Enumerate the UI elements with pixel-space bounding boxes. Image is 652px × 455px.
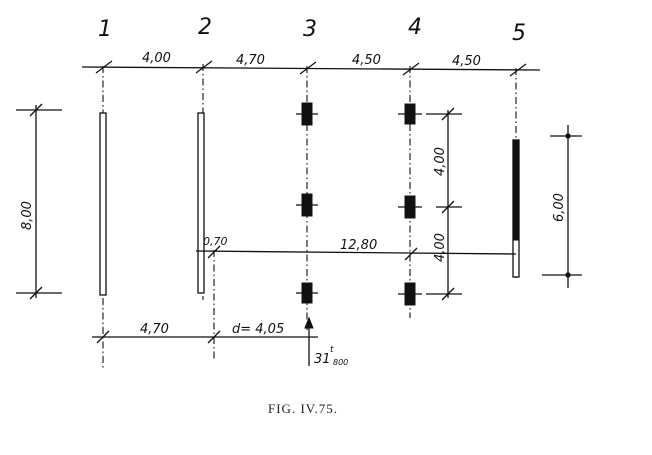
top-dim-4-5: 4,50 (452, 54, 481, 69)
left-dim-tick-top (29, 103, 43, 117)
bottom-dim-tick-2 (207, 330, 221, 344)
bottom-dim-2: d= 4,05 (232, 322, 284, 337)
top-dim-1-2: 4,00 (142, 51, 171, 66)
top-dim-tick-1 (95, 60, 113, 74)
bottom-dim-tick-1 (96, 330, 110, 344)
top-dim-tick-2 (195, 60, 213, 74)
col4-dim-tick-middle (441, 200, 455, 214)
force-unit: t (330, 345, 334, 355)
force-subscript: 800 (333, 358, 348, 367)
top-dim-tick-4 (402, 62, 420, 76)
figure-caption: FIG. IV.75. (268, 401, 338, 416)
wall-axis-1 (99, 112, 107, 296)
right-dim-label: 6,00 (552, 193, 567, 222)
right-dim-dot-bottom (565, 272, 571, 278)
left-dim-tick-bottom (29, 286, 43, 300)
bottom-dim-1: 4,70 (140, 322, 169, 337)
wall-axis-2 (197, 112, 205, 294)
top-dimension-line (81, 66, 541, 71)
axis-label-1: 1 (98, 17, 112, 42)
axis-label-2: 2 (198, 15, 212, 40)
top-dim-3-4: 4,50 (352, 53, 381, 68)
mid-small-dim-label: 0,70 (203, 235, 228, 248)
mid-long-dim-label: 12,80 (340, 238, 377, 253)
force-arrow-head (304, 316, 314, 329)
col4-dim-upper-label: 4,00 (433, 147, 448, 176)
col4-dim-tick-top (441, 107, 455, 121)
axis-label-4: 4 (408, 15, 422, 40)
wall-axis-5-solid-part (512, 139, 520, 241)
top-dim-tick-5 (509, 63, 527, 77)
mid-dimension-line (195, 250, 517, 255)
right-dim-dot-top (565, 133, 571, 139)
axis-label-3: 3 (303, 17, 317, 42)
force-label: 31 (314, 352, 331, 367)
top-dim-tick-3 (299, 61, 317, 75)
axis-label-5: 5 (512, 21, 526, 46)
top-dim-2-3: 4,70 (236, 53, 265, 68)
mid-dim-tick-col4 (404, 247, 418, 261)
col4-dim-tick-bottom (441, 287, 455, 301)
col4-dim-lower-label: 4,00 (433, 233, 448, 262)
left-dim-label: 8,00 (20, 201, 35, 230)
